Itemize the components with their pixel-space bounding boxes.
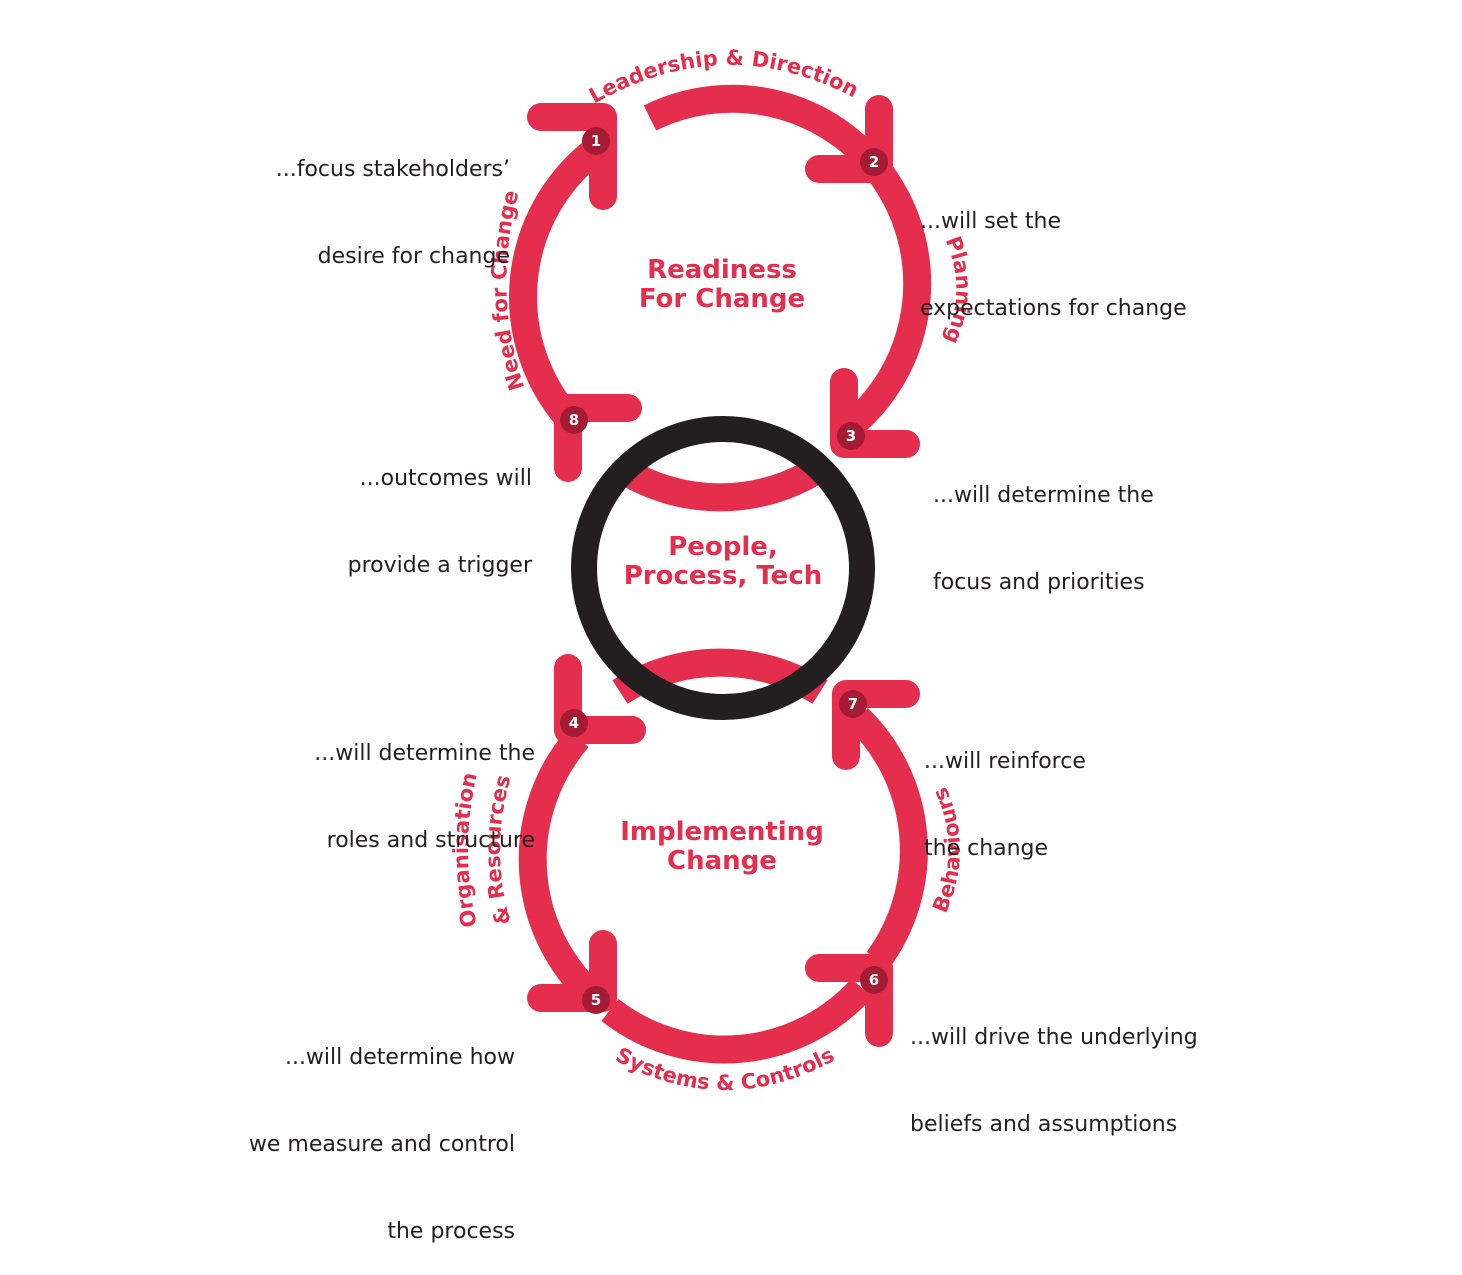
readiness-arc-left: [509, 128, 618, 430]
step-5-description: ...will determine how we measure and con…: [249, 985, 515, 1275]
implementing-title-line2: Change: [667, 846, 777, 876]
badge-3-number: 3: [846, 427, 856, 445]
people-process-tech-ring: [571, 416, 875, 720]
step-7-description: ...will reinforce the change: [924, 689, 1086, 892]
implementing-title-line1: Implementing: [620, 817, 824, 847]
step-7-line2: the change: [924, 836, 1049, 861]
readiness-title: Readiness For Change: [602, 256, 842, 314]
implementing-arc-left: [518, 728, 610, 1013]
step-4-line1: ...will determine the: [314, 741, 535, 766]
step-4-line2: roles and structure: [326, 828, 535, 853]
badge-5: [582, 986, 610, 1014]
step-1-line1: ...focus stakeholders’: [275, 157, 510, 182]
readiness-arc-right: [643, 84, 932, 439]
step-6-line2: beliefs and assumptions: [910, 1112, 1178, 1137]
badge-2-number: 2: [869, 153, 879, 171]
step-8-description: ...outcomes will provide a trigger: [348, 406, 532, 609]
step-badges: 1 2 3 4 5 6 7 8: [560, 127, 888, 1014]
step-7-line1: ...will reinforce: [924, 749, 1086, 774]
badge-5-number: 5: [591, 991, 601, 1009]
step-8-line1: ...outcomes will: [359, 466, 532, 491]
badge-4-number: 4: [569, 714, 579, 732]
step-5-line1: ...will determine how: [284, 1045, 515, 1070]
step-4-description: ...will determine the roles and structur…: [314, 681, 535, 884]
step-1-description: ...focus stakeholders’ desire for change: [276, 97, 510, 300]
badge-4: [560, 709, 588, 737]
readiness-title-line2: For Change: [638, 284, 806, 314]
step-2-line1: ...will set the: [920, 209, 1062, 234]
people-title-line1: People,: [668, 532, 778, 562]
change-cycle-diagram: 1 2 3 4 5 6 7 8 Leadership & Direction P…: [449, 46, 976, 1095]
badge-1: [582, 127, 610, 155]
implementing-title: Implementing Change: [592, 818, 852, 876]
implementing-arc-right: [848, 707, 928, 969]
badge-7-number: 7: [848, 695, 858, 713]
step-6-line1: ...will drive the underlying: [910, 1025, 1198, 1050]
step-1-line2: desire for change: [317, 244, 510, 269]
badge-8-number: 8: [569, 411, 579, 429]
badge-6-number: 6: [869, 971, 879, 989]
people-title-line2: Process, Tech: [623, 561, 823, 591]
implementing-arc-bottom: [601, 978, 873, 1064]
badge-3: [837, 422, 865, 450]
readiness-arc-bottom: [612, 456, 828, 512]
step-2-description: ...will set the expectations for change: [920, 149, 1187, 352]
badge-1-number: 1: [591, 132, 601, 150]
arrowhead-1: [527, 103, 617, 210]
step-5-line3: the process: [387, 1219, 515, 1244]
badge-7: [839, 690, 867, 718]
step-3-line2: focus and priorities: [933, 570, 1145, 595]
step-6-description: ...will drive the underlying beliefs and…: [910, 965, 1198, 1168]
readiness-title-line1: Readiness: [647, 255, 797, 285]
people-process-tech-title: People, Process, Tech: [598, 533, 848, 591]
badge-6: [860, 966, 888, 994]
badge-8: [560, 406, 588, 434]
step-3-description: ...will determine the focus and prioriti…: [933, 423, 1154, 626]
step-5-line2: we measure and control: [248, 1132, 515, 1157]
step-2-line2: expectations for change: [920, 296, 1187, 321]
step-3-line1: ...will determine the: [933, 483, 1154, 508]
step-8-line2: provide a trigger: [347, 553, 532, 578]
badge-2: [860, 148, 888, 176]
